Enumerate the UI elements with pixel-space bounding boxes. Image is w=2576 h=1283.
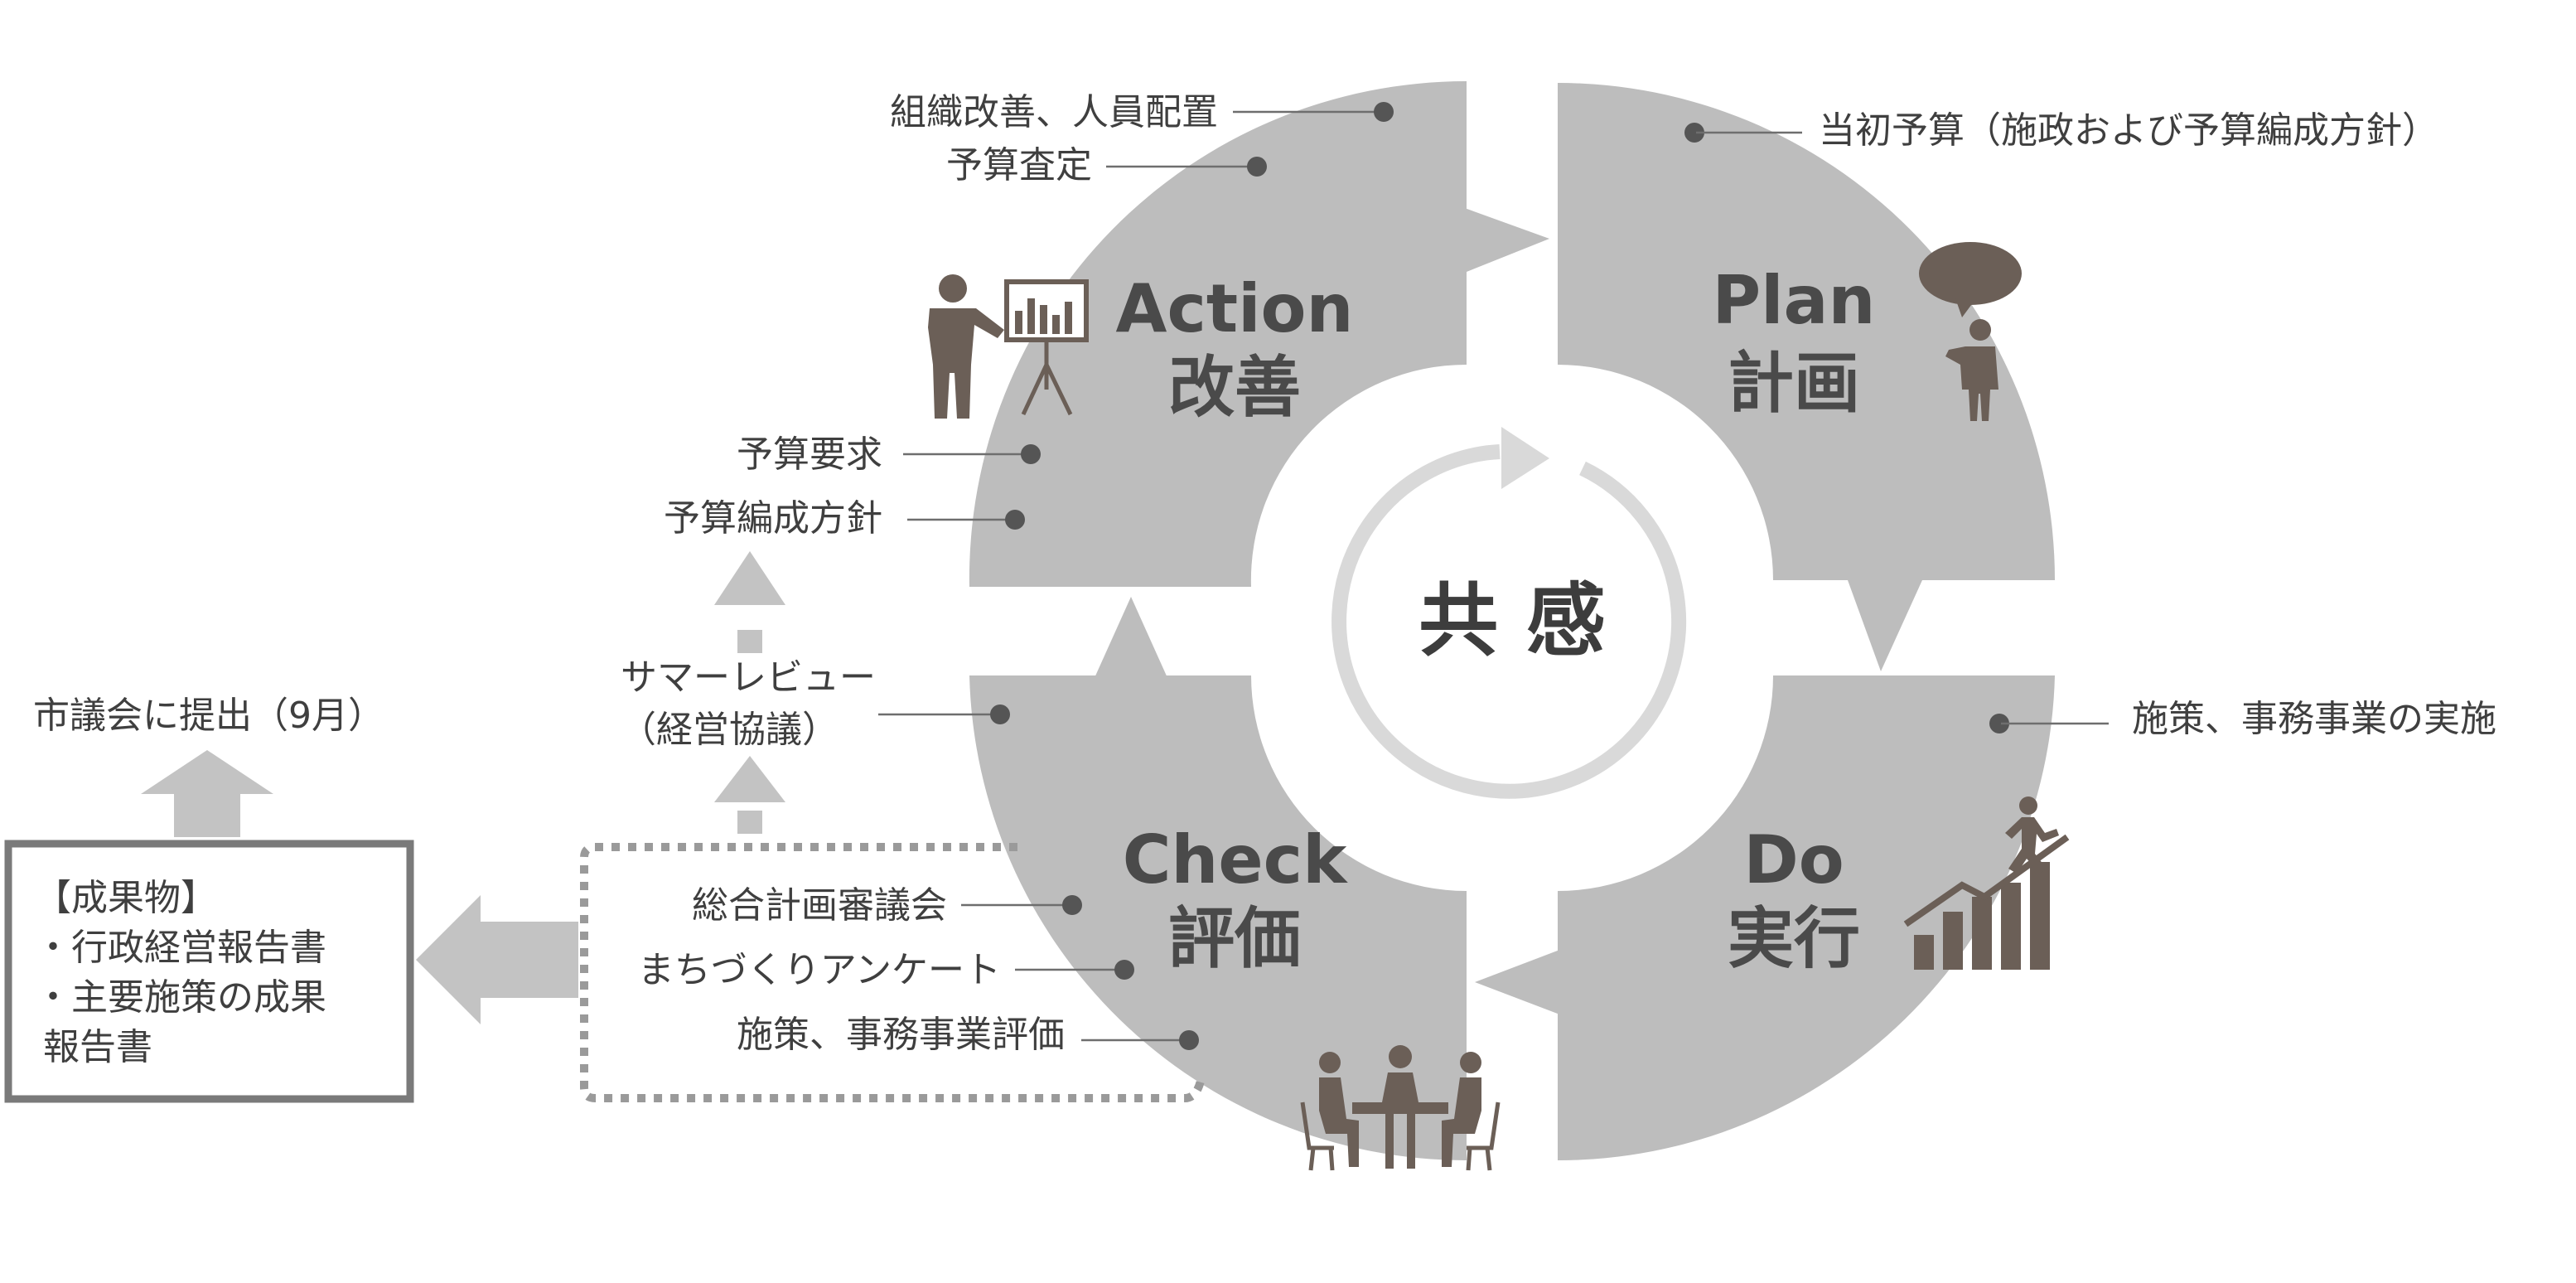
outputs-box [4, 840, 414, 1103]
annotation-dot [1684, 123, 1704, 143]
quadrant-plan [1558, 83, 2055, 580]
annotation-summer-review: サマーレビュー [621, 656, 876, 699]
arrow-up-to-council [141, 750, 273, 837]
arrowhead-action-to-plan [1462, 207, 1549, 274]
phase-do-jp: 実行 [1728, 900, 1860, 977]
annotation-check-3: 施策、事務事業評価 [737, 1014, 1065, 1056]
annotation-dot [1247, 157, 1267, 177]
annotation-dot [1179, 1030, 1199, 1050]
phase-check-jp: 評価 [1168, 900, 1301, 977]
outputs-item-2: ・主要施策の成果 [35, 976, 326, 1019]
phase-plan-jp: 計画 [1728, 345, 1860, 422]
annotation-dot [1062, 895, 1082, 915]
annotation-budget-policy: 予算編成方針 [664, 497, 882, 540]
annotation-do-1: 施策、事務事業の実施 [2132, 698, 2496, 740]
flow-arrow-up-1 [714, 551, 785, 653]
outputs-title: 【成果物】 [35, 877, 217, 919]
center-label: 共 感 [1418, 574, 1605, 667]
annotation-plan-1: 当初予算（施政および予算編成方針） [1819, 109, 2438, 152]
presenter-chart-icon [928, 274, 1089, 419]
arrow-left-to-outputs [416, 895, 578, 1024]
annotation-dot [990, 704, 1010, 724]
phase-do-en: Do [1743, 821, 1844, 898]
annotation-budget-request: 予算要求 [737, 433, 882, 476]
council-submission-label: 市議会に提出（9月） [33, 695, 384, 737]
annotation-action-1: 組織改善、人員配置 [890, 91, 1218, 133]
annotation-management-council: （経営協議） [620, 709, 839, 751]
annotation-action-2: 予算査定 [946, 144, 1092, 186]
growth-climber-icon [1903, 796, 2070, 970]
annotation-dot [1374, 102, 1394, 122]
outputs-item-2-cont: 報告書 [43, 1026, 152, 1068]
annotation-dot [1005, 510, 1025, 530]
phase-action-en: Action [1116, 270, 1354, 347]
quadrant-action [969, 81, 1467, 587]
phase-action-jp: 改善 [1168, 349, 1301, 426]
outputs-item-1: ・行政経営報告書 [35, 927, 326, 969]
quadrant-check [969, 675, 1467, 1160]
quadrant-do [1558, 675, 2055, 1160]
inner-cycle-ring [1331, 444, 1687, 799]
phase-plan-en: Plan [1713, 262, 1876, 339]
flow-arrow-up-2 [714, 756, 785, 834]
meeting-table-icon [1300, 1045, 1501, 1171]
arrowhead-plan-to-do [1848, 580, 1922, 671]
annotation-dot [1989, 714, 2009, 733]
annotation-dot [1114, 960, 1134, 980]
annotation-check-1: 総合計画審議会 [692, 884, 947, 927]
arrowhead-do-to-check [1475, 949, 1562, 1015]
phase-check-en: Check [1123, 821, 1348, 898]
annotation-check-2: まちづくりアンケート [638, 949, 1001, 991]
arrowhead-check-to-action [1094, 597, 1168, 680]
annotation-dot [1021, 444, 1041, 464]
inner-cycle-arrowhead [1501, 427, 1549, 489]
speech-bubble-person-icon [1919, 242, 2022, 421]
